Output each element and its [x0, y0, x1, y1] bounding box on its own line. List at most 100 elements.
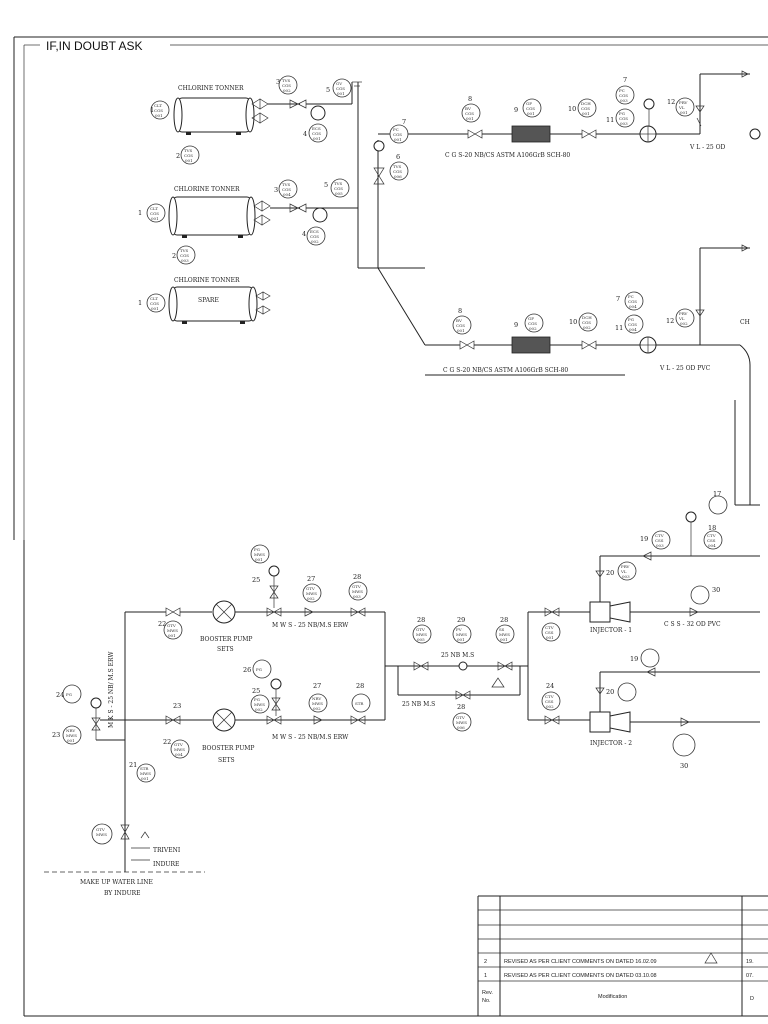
tag-ss-1: SS [499, 627, 505, 632]
tag-str-1: STR [355, 701, 364, 706]
tag-gtv-1: GTV [167, 623, 176, 628]
num-4b: 4 [302, 230, 306, 238]
tag-tvs-6c: 006 [394, 174, 402, 179]
tag-pg-2w: PG [254, 697, 260, 702]
tag-gtv-3c: 003 [353, 594, 361, 599]
tonner-2-title: CHLORINE TONNER [174, 186, 240, 193]
tag-gtv-5b: MWS [416, 632, 427, 637]
tag-gtv-6b: MWS [456, 720, 467, 725]
num-7c: 7 [616, 295, 620, 303]
tag-nrv-2: NRV [312, 696, 321, 701]
tag-bv-1c: 001 [466, 116, 474, 121]
num-2b: 2 [172, 252, 176, 260]
tag-nrv-2b: MWS [312, 701, 323, 706]
tag-prv-1c: 001 [680, 110, 688, 115]
tag-pc-4c: 004 [629, 304, 637, 309]
tag-gtv-7: GTV [96, 827, 105, 832]
tag-dch-1b: CGS [581, 106, 590, 111]
tag-dch-2c: 002 [583, 325, 591, 330]
tag-ctv-1: CTV [545, 625, 554, 630]
num-20a: 20 [606, 569, 614, 577]
num-10a: 10 [568, 105, 576, 113]
tag-tvs-6b: CGS [393, 169, 402, 174]
tag-gf-2c: 002 [529, 326, 537, 331]
tag-clt-3c: 001 [151, 306, 159, 311]
tag-gv-1c: 001 [337, 91, 345, 96]
rev-header-rev-1: Rev. [482, 990, 493, 996]
tag-ctv-2b: CSS [545, 699, 554, 704]
tag-gtv-5: GTV [416, 627, 425, 632]
tonner-3-spare: CHLORINE TONNER SPARE [168, 277, 258, 324]
tag-tvs-1b: CGS [184, 153, 193, 158]
tag-pg-2wb: MWS [254, 702, 265, 707]
num-28c: 28 [417, 616, 425, 624]
gas-line-upper: C G S-20 NB/CS ASTM A106GrB SCH-80 V L -… [425, 70, 761, 159]
tag-prv-3c: 003 [622, 574, 630, 579]
tag-clt-1c: 001 [155, 113, 163, 118]
num-28e: 28 [457, 703, 465, 711]
tag-gtv-7b: MWS [96, 832, 107, 837]
tag-tvs-4c: 004 [283, 192, 291, 197]
num-6a: 6 [396, 153, 400, 161]
sheet-border [13, 36, 768, 1017]
tag-str-2b: MWS [140, 771, 151, 776]
tag-tvs-2b: CGS [282, 83, 291, 88]
spare-label: SPARE [198, 297, 219, 304]
tonner-1-title: CHLORINE TONNER [178, 85, 244, 92]
num-19b: 19 [630, 655, 638, 663]
tag-gtv-2c: 002 [307, 596, 315, 601]
tag-ctv-2c: 002 [546, 704, 554, 709]
tag-ctv-4b: CSS [707, 538, 716, 543]
rev-row-1-num: 1 [484, 973, 487, 979]
num-3b: 3 [274, 186, 278, 194]
tag-pg-24: PG [66, 692, 72, 697]
tag-gtv-2b: MWS [306, 591, 317, 596]
ch-label: CH [740, 319, 750, 326]
rev-header-modification: Modification [598, 994, 627, 1000]
tag-ctv-1c: 001 [546, 635, 554, 640]
tag-tvs-6: TVS [393, 164, 402, 169]
tag-fv-1b: MWS [456, 632, 467, 637]
tag-clt-1: CLT [154, 103, 162, 108]
tag-tvs-5c: 005 [335, 191, 343, 196]
rev-row-1-text: REVISED AS PER CLIENT COMMENTS ON DATED … [504, 973, 657, 979]
num-12a: 12 [667, 98, 675, 106]
tag-ctv-2: CTV [545, 694, 554, 699]
tag-gtv-2: GTV [306, 586, 315, 591]
num-1b: 1 [138, 209, 142, 217]
tag-clt-2b: CGS [150, 211, 159, 216]
num-19a: 19 [640, 535, 648, 543]
tag-tvs-5b: CGS [334, 186, 343, 191]
tag-ss-1c: 001 [500, 637, 508, 642]
tag-ctv-3c: 003 [656, 543, 664, 548]
tag-pg-2b: CGS [628, 322, 637, 327]
triveni-label: TRIVENI [153, 847, 181, 854]
num-12b: 12 [666, 317, 674, 325]
num-21: 21 [129, 761, 137, 769]
tag-pg-1: PG [619, 111, 625, 116]
tag-gf-1c: 001 [527, 111, 535, 116]
gas-line-lower: C G S-20 NB/CS ASTM A106GrB SCH-80 V L -… [425, 244, 751, 505]
num-20b: 20 [606, 688, 614, 696]
rev-row-2-date: 19. [746, 959, 754, 965]
tag-nrv-1: NRV [66, 728, 75, 733]
tag-pc-1: PC [393, 127, 399, 132]
notice-title: IF,IN DOUBT ASK [46, 39, 142, 53]
tag-tvs-4: TVS [282, 182, 291, 187]
makeup-line-1: MAKE UP WATER LINE [80, 879, 153, 886]
tag-bv-1b: CGS [465, 111, 474, 116]
tag-pg-2: PG [628, 317, 634, 322]
tag-pg-2c: 004 [629, 327, 637, 332]
tag-nrv-1c: 001 [67, 738, 75, 743]
tag-ecs-1c: 001 [313, 136, 321, 141]
tag-dch-2: DCH [582, 315, 592, 320]
tag-gf-1: GF [526, 101, 532, 106]
tag-clt-3: CLT [150, 296, 158, 301]
num-23a: 23 [52, 731, 60, 739]
tag-dch-1c: 001 [582, 111, 590, 116]
injector-1-label: INJECTOR - 1 [590, 627, 632, 634]
tag-pc-3c: 003 [620, 98, 628, 103]
tag-ctv-1b: CSS [545, 630, 554, 635]
num-1a: 1 [150, 106, 154, 114]
